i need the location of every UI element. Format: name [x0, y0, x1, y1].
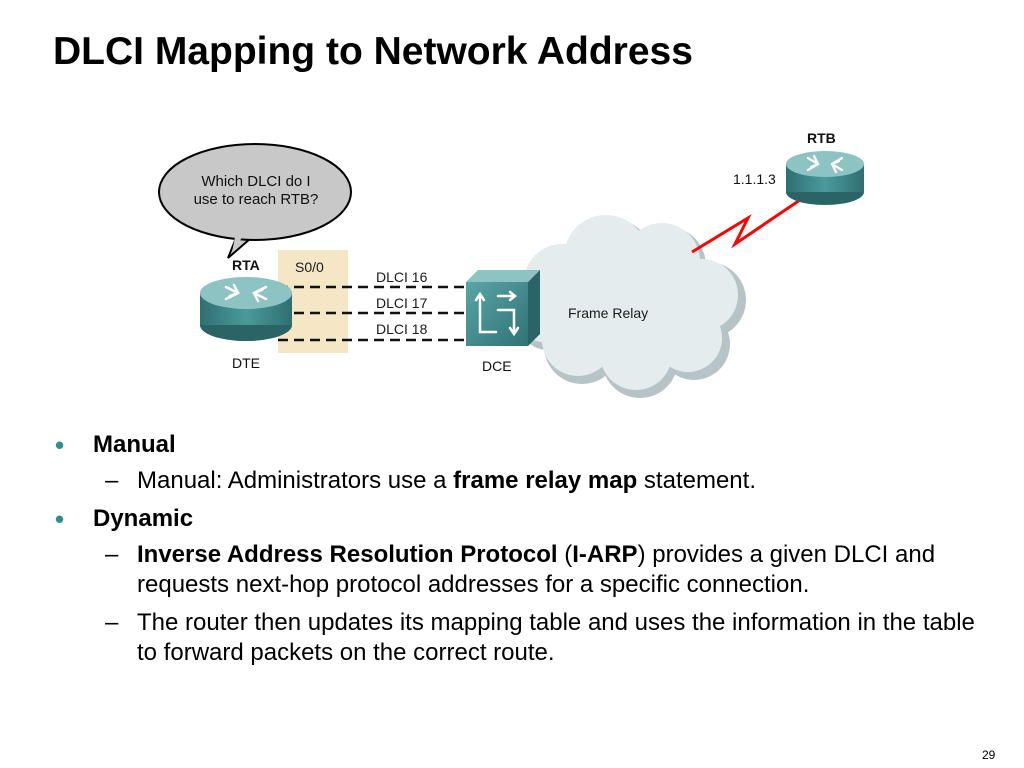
interface-label: S0/0: [295, 259, 324, 275]
dash-icon: –: [105, 467, 119, 494]
rtb-label: RTB: [807, 130, 836, 146]
dash-icon: –: [105, 609, 119, 636]
network-diagram: Frame Relay S0/0 DLCI 16 DLCI 17 DLCI 18…: [158, 130, 864, 398]
dte-label: DTE: [232, 355, 260, 371]
rtb-router-icon: [786, 151, 864, 205]
pvc-lines: [278, 285, 472, 342]
sub-bullet-bold-text: I-ARP: [572, 541, 638, 568]
rtb-address: 1.1.1.3: [733, 171, 776, 187]
sub-bullet-dynamic-2: – The router then updates its mapping ta…: [55, 608, 995, 668]
dlci-label-18: DLCI 18: [376, 321, 428, 337]
bullet-dynamic: • Dynamic: [55, 504, 995, 534]
sub-bullet-text: ) provides a given DLCI and requests nex…: [137, 541, 936, 598]
sub-bullet-dynamic-1: – Inverse Address Resolution Protocol (I…: [55, 540, 995, 600]
bullet-dot-icon: •: [55, 430, 65, 460]
bullet-dynamic-label: Dynamic: [93, 505, 194, 532]
dlci-label-17: DLCI 17: [376, 295, 428, 311]
speech-bubble-line-2: use to reach RTB?: [194, 191, 319, 208]
dce-switch-icon: [466, 270, 540, 346]
page-number: 29: [982, 748, 996, 762]
dlci-label-16: DLCI 16: [376, 269, 428, 285]
bullet-dot-icon: •: [55, 504, 65, 534]
sub-bullet-text: statement.: [637, 467, 756, 494]
bullet-manual-label: Manual: [93, 431, 176, 458]
lightning-link-icon: [691, 198, 801, 254]
speech-bubble-line-1: Which DLCI do I: [201, 173, 310, 190]
sub-bullet-text: (: [557, 541, 573, 568]
frame-relay-cloud-icon: [516, 215, 746, 398]
sub-bullet-text: Manual: Administrators use a: [137, 467, 454, 494]
sub-bullet-text: The router then updates its mapping tabl…: [137, 609, 975, 666]
cloud-label: Frame Relay: [568, 305, 648, 321]
sub-bullet-bold-text: frame relay map: [453, 467, 638, 494]
bullet-list: • Manual – Manual: Administrators use a …: [55, 430, 995, 676]
bullet-manual: • Manual: [55, 430, 995, 460]
dash-icon: –: [105, 541, 119, 568]
sub-bullet-bold-text: Inverse Address Resolution Protocol: [137, 541, 558, 568]
sub-bullet-manual-1: – Manual: Administrators use a frame rel…: [55, 466, 995, 496]
dce-label: DCE: [482, 358, 512, 374]
rta-label: RTA: [232, 257, 260, 273]
speech-bubble: [158, 143, 352, 259]
rta-router-icon: [200, 277, 292, 341]
slide-title: DLCI Mapping to Network Address: [53, 30, 693, 73]
